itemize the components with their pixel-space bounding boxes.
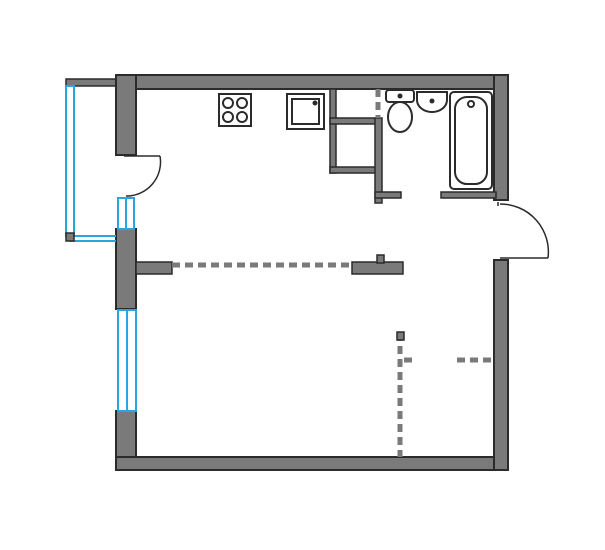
balcony: [65, 85, 135, 242]
closet-wall-bottom: [329, 166, 379, 174]
bath-wall-bottom-right: [440, 191, 497, 199]
top-wall: [115, 74, 509, 90]
left-wall-upper: [115, 74, 137, 156]
bath-wall-left: [374, 117, 383, 204]
washbasin-icon: [416, 91, 448, 113]
bedroom-partitions: [396, 331, 494, 457]
sink-icon: [286, 93, 325, 130]
balcony-top-rail: [65, 78, 119, 87]
right-wall-upper: [493, 74, 509, 201]
bathtub-icon: [449, 91, 493, 190]
bath-wall-bottom-left: [374, 191, 402, 199]
balcony-door: [124, 155, 162, 197]
toilet-icon: [385, 89, 415, 133]
outer-walls: [65, 74, 509, 471]
closet-wall-mid: [329, 117, 379, 125]
door-icon: [125, 155, 162, 197]
bottom-wall: [115, 456, 509, 471]
door-icon: [499, 203, 550, 259]
right-wall-lower: [493, 259, 509, 471]
kitchen-partition: [135, 254, 404, 275]
partition-stub-tip: [376, 254, 385, 264]
bathroom-walls: [329, 88, 497, 204]
entrance-door: [497, 202, 550, 259]
balcony-glazing: [65, 85, 75, 237]
balcony-corner: [65, 232, 75, 242]
stove-icon: [218, 93, 252, 127]
partition-stub-left: [135, 261, 173, 275]
closet-wall-left: [329, 88, 337, 174]
living-room-window: [117, 309, 137, 412]
partition-stub-right: [351, 261, 404, 275]
left-wall-middle: [115, 228, 137, 310]
